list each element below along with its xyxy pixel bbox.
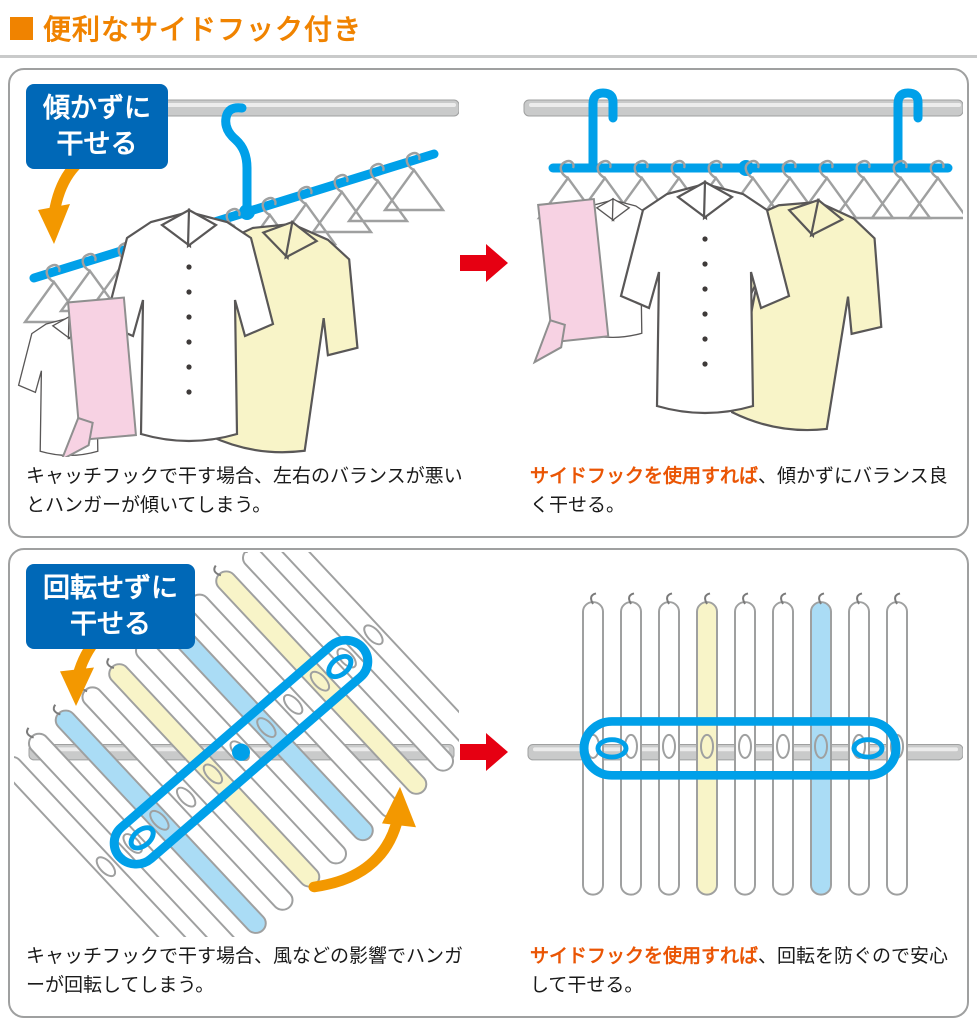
badge-line2: 干せる <box>56 128 138 159</box>
badge-line1: 回転せずに <box>43 573 178 603</box>
illustration-tilted-hanger <box>14 72 460 465</box>
panel-no-tilt: 傾かずに 干せる <box>8 68 969 538</box>
badge-line2: 干せる <box>70 608 151 639</box>
illustration-balanced-hanger <box>517 72 967 462</box>
white-shirt <box>619 180 791 415</box>
side-hook-frame <box>579 717 901 780</box>
hanger-bar <box>29 149 439 283</box>
side-hook-frame <box>109 635 373 869</box>
panel-no-rotate: 回転せずに 干せる <box>8 548 969 1018</box>
left-caption: キャッチフックで干す場合、左右のバランスが悪いとハンガーが傾いてしまう。 <box>26 466 463 517</box>
red-arrow-icon <box>460 731 508 778</box>
benefit-badge-no-tilt: 傾かずに 干せる <box>26 84 168 170</box>
rotated-hanger-group <box>10 550 485 985</box>
caption-highlight: サイドフックを使用すれば <box>530 466 759 487</box>
pole <box>523 99 964 117</box>
white-shirt <box>103 208 275 443</box>
bar-hook-dot <box>239 204 255 220</box>
left-caption: キャッチフックで干す場合、風などの影響でハンガーが回転してしまう。 <box>26 946 464 997</box>
catch-hook-icon <box>221 103 252 217</box>
red-arrow-icon <box>460 242 508 289</box>
illustration-aligned-hangers <box>518 552 964 942</box>
page-header: 便利なサイドフック付き <box>0 0 977 58</box>
page-title: 便利なサイドフック付き <box>43 14 363 45</box>
benefit-badge-no-rotate: 回転せずに 干せる <box>26 564 195 650</box>
caption-rest: 、回転を防ぐので安心して干せる。 <box>530 946 949 997</box>
right-caption: サイドフックを使用すれば、回転を防ぐので安心して干せる。 <box>530 942 964 1001</box>
right-caption: サイドフックを使用すれば、傾かずにバランス良く干せる。 <box>530 462 964 521</box>
frame-hook-dot <box>232 743 250 761</box>
caption-highlight: サイドフックを使用すれば <box>530 946 759 967</box>
rotation-arrow-icon-bottom <box>308 786 416 893</box>
side-hook-icon <box>588 88 923 173</box>
caption-rest: 、傾かずにバランス良く干せる。 <box>530 466 948 517</box>
title-bullet-icon <box>10 16 33 40</box>
badge-line1: 傾かずに <box>43 93 151 123</box>
pink-towel <box>517 198 612 364</box>
